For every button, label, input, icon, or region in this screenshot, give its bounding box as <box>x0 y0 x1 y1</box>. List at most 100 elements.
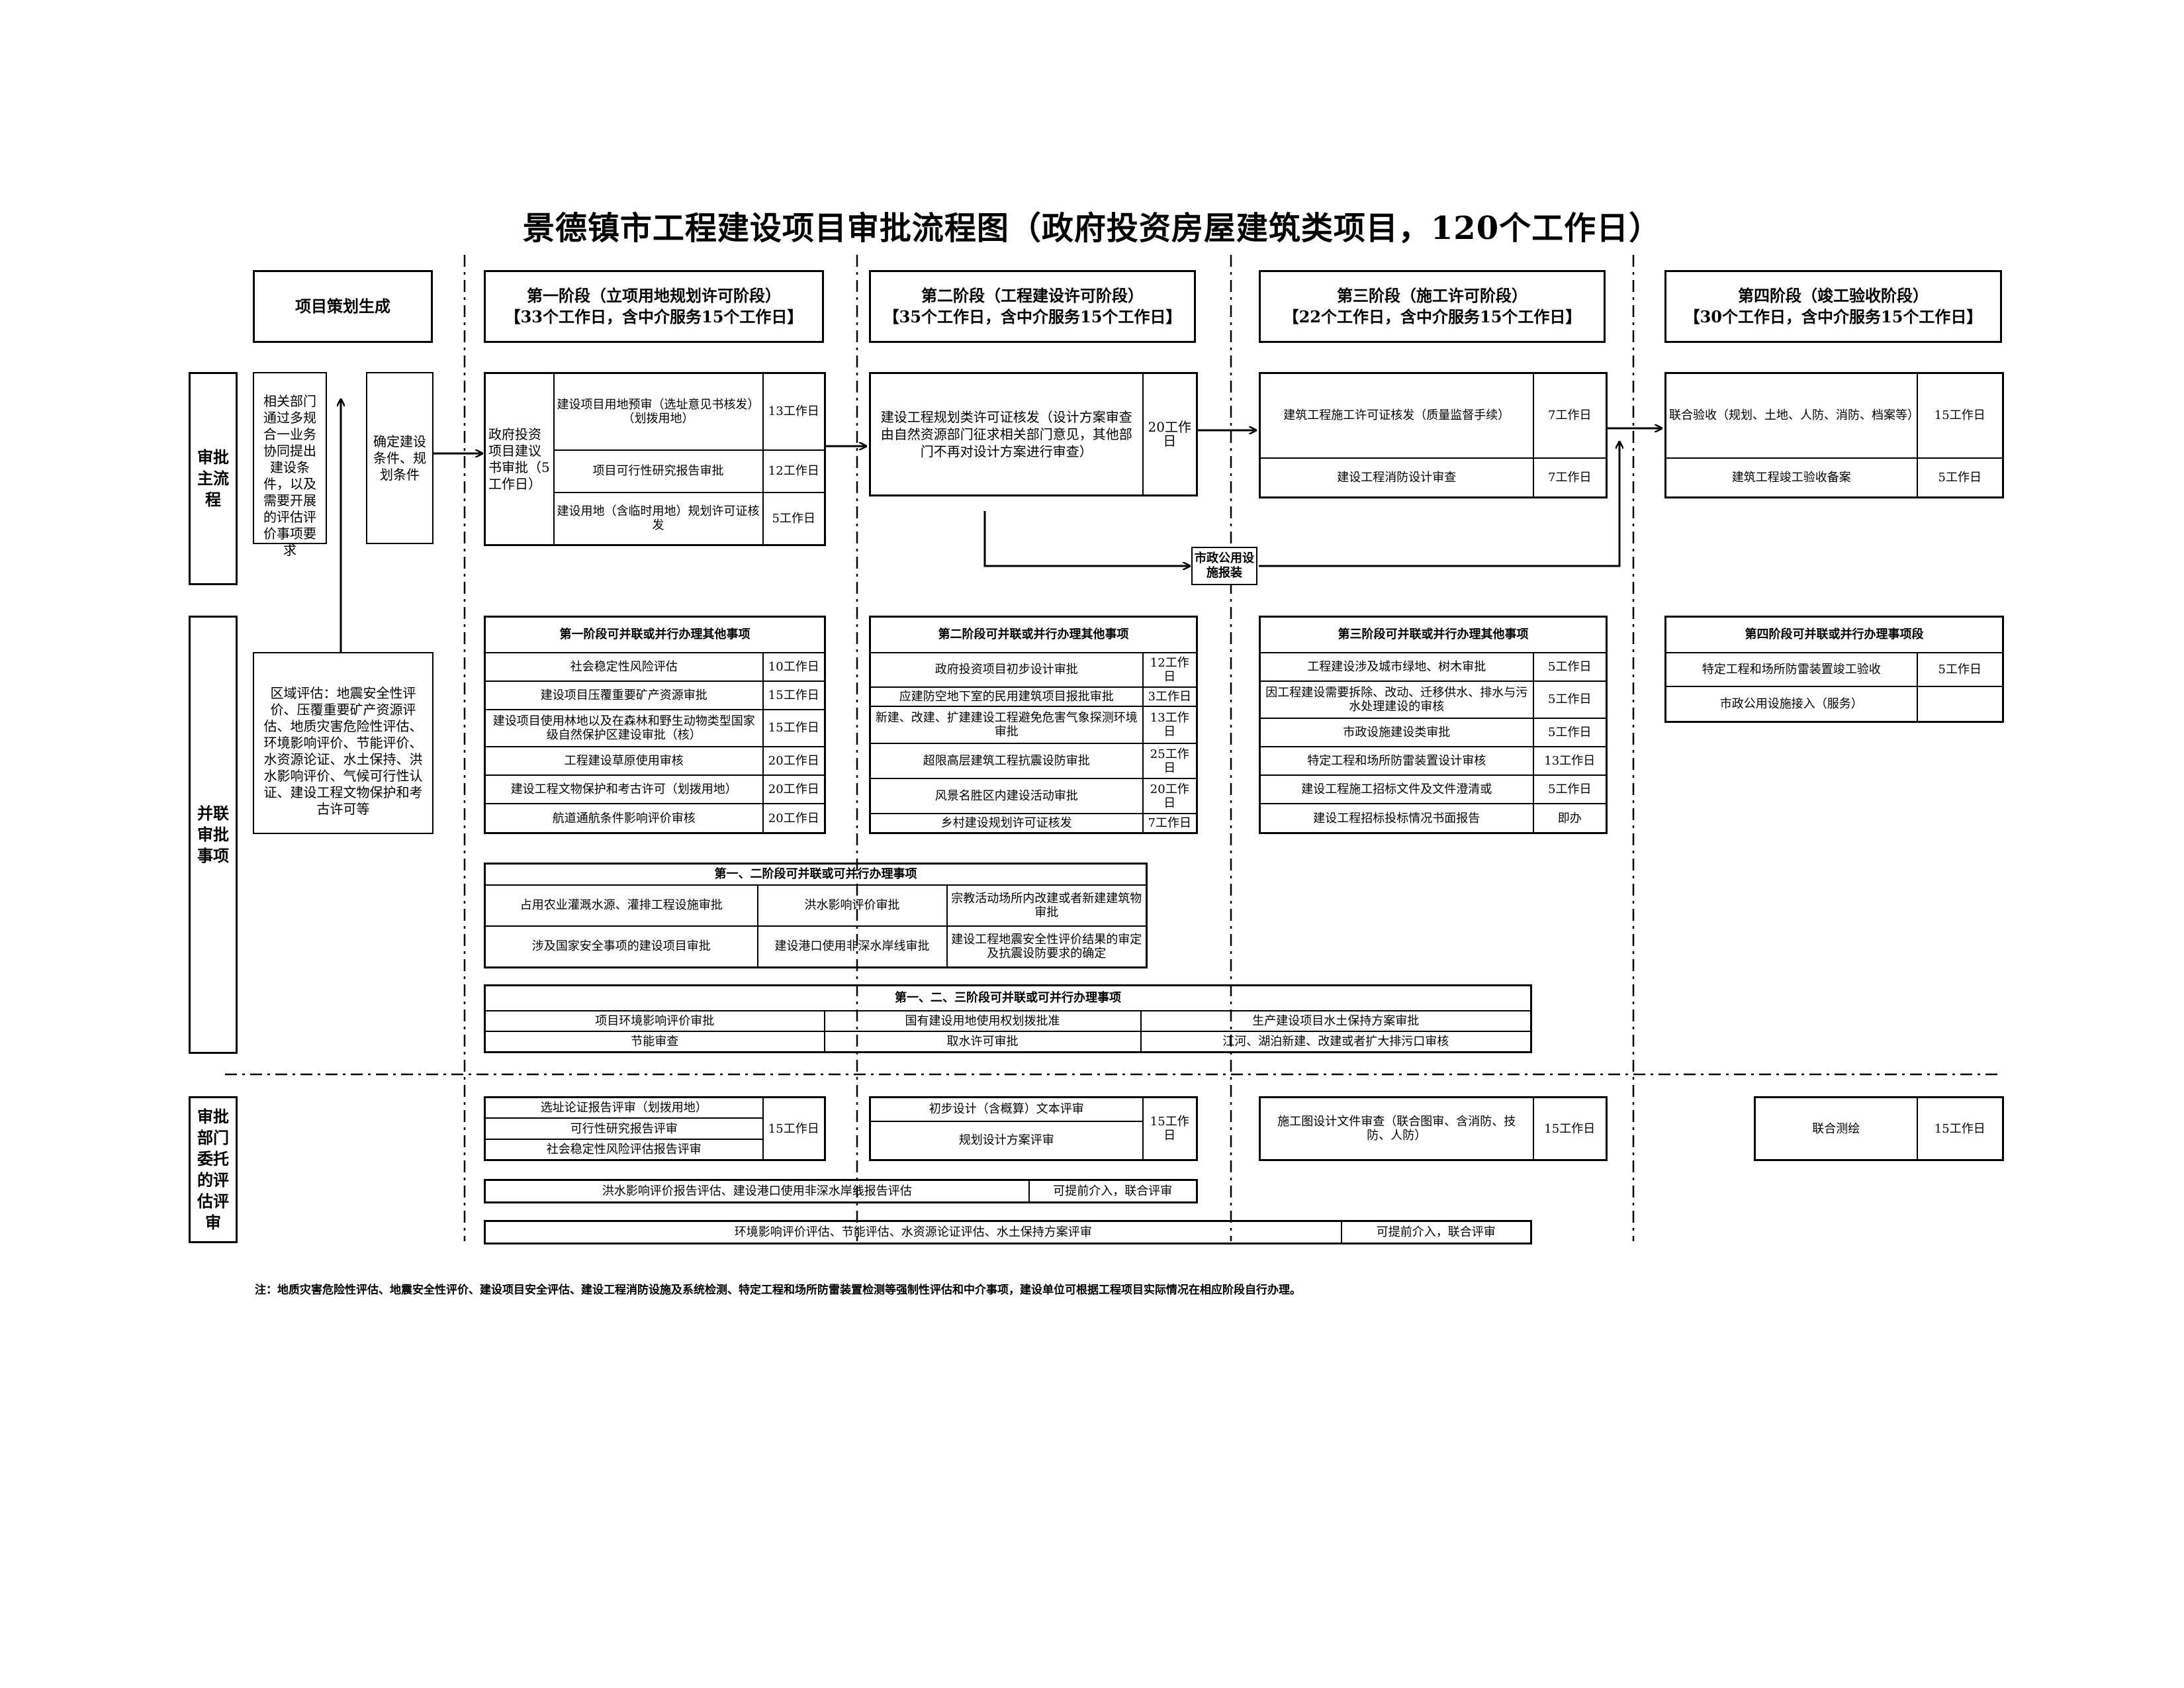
stage2-days: 【35个工作日，含中介服务15个工作日】 <box>883 307 1182 326</box>
parallel-stage3-item: 建设工程施工招标文件及文件澄清或 <box>1259 774 1534 805</box>
entrust-stage1-item: 社会稳定性风险评估报告评审 <box>484 1138 764 1161</box>
main-stage1-item: 建设用地（含临时用地）规划许可证核发 <box>553 491 764 546</box>
entrust-stage4-item: 联合测绘 <box>1754 1096 1918 1161</box>
stage1-name: 第一阶段（立项用地规划许可阶段） <box>527 286 781 305</box>
main-stage2-days: 20工作日 <box>1142 372 1198 496</box>
main-stage4-days: 5工作日 <box>1916 457 2004 498</box>
entrust-stage3-item: 施工图设计文件审查（联合图审、含消防、技防、人防） <box>1259 1096 1534 1161</box>
main-stage3-table: 建筑工程施工许可证核发（质量监督手续） 7工作日 建设工程消防设计审查 7工作日 <box>1259 372 1608 498</box>
parallel-stage123-cell: 取水许可审批 <box>823 1030 1142 1053</box>
main-stage4-table: 联合验收（规划、土地、人防、消防、档案等） 15工作日 建筑工程竣工验收备案 5… <box>1664 372 2004 498</box>
parallel-stage2-days: 3工作日 <box>1142 686 1198 708</box>
stage2-header: 第二阶段（工程建设许可阶段） 【35个工作日，含中介服务15个工作日】 <box>869 270 1196 343</box>
parallel-stage3-title: 第三阶段可并联或并行办理其他事项 <box>1259 616 1608 653</box>
stage2-name: 第二阶段（工程建设许可阶段） <box>921 286 1144 305</box>
stage1-header: 第一阶段（立项用地规划许可阶段） 【33个工作日，含中介服务15个工作日】 <box>484 270 824 343</box>
parallel-stage3-days: 5工作日 <box>1532 774 1608 805</box>
entrust-stage3-table: 施工图设计文件审查（联合图审、含消防、技防、人防） 15工作日 <box>1259 1096 1608 1161</box>
parallel-stage12-cell: 涉及国家安全事项的建设项目审批 <box>484 925 758 968</box>
row-label-entrust: 审批部门委托的评估评审 <box>189 1096 238 1243</box>
parallel-stage2-days: 12工作日 <box>1142 651 1198 688</box>
parallel-stage1-days: 20工作日 <box>762 774 826 805</box>
plan-coord-box: 相关部门通过多规合一业务协同提出建设条件，以及需要开展的评估评价事项要求 <box>253 372 327 558</box>
stage4-header: 第四阶段（竣工验收阶段） 【30个工作日，含中介服务15个工作日】 <box>1664 270 2002 343</box>
entrust-stage3-days: 15工作日 <box>1532 1096 1608 1161</box>
parallel-stage3-item: 因工程建设需要拆除、改动、迁移供水、排水与污水处理建设的审核 <box>1259 680 1534 719</box>
main-stage2-table: 建设工程规划类许可证核发（设计方案审查由自然资源部门征求相关部门意见，其他部门不… <box>869 372 1198 496</box>
parallel-stage123-table: 第一、二、三阶段可并联或可并行办理事项 项目环境影响评价审批 国有建设用地使用权… <box>484 984 1533 1053</box>
entrust-band1-note: 可提前介入，联合评审 <box>1028 1179 1198 1203</box>
parallel-stage12-table: 第一、二阶段可并联或可并行办理事项 占用农业灌溉水源、灌排工程设施审批 洪水影响… <box>484 863 1148 968</box>
main-stage1-item: 建设项目用地预审（选址意见书核发）（划拨用地） <box>553 372 764 451</box>
main-stage1-days: 13工作日 <box>762 372 826 451</box>
stage4-days: 【30个工作日，含中介服务15个工作日】 <box>1684 307 1983 326</box>
main-stage4-item: 联合验收（规划、土地、人防、消防、档案等） <box>1664 372 1918 459</box>
entrust-stage1-table: 选址论证报告评审（划拨用地） 15工作日 可行性研究报告评审 社会稳定性风险评估… <box>484 1096 826 1161</box>
plan-region-box: 区域评估：地震安全性评价、压覆重要矿产资源评估、地质灾害危险性评估、环境影响评价… <box>253 652 433 834</box>
row-label-main: 审批主流程 <box>189 372 238 585</box>
parallel-stage1-days: 15工作日 <box>762 680 826 710</box>
entrust-stage2-table: 初步设计（含概算）文本评审 15工作日 规划设计方案评审 <box>869 1096 1198 1161</box>
parallel-stage2-item: 风景名胜区内建设活动审批 <box>869 778 1144 815</box>
parallel-stage12-title: 第一、二阶段可并联或可并行办理事项 <box>484 863 1148 886</box>
main-stage3-days: 7工作日 <box>1532 457 1608 498</box>
row-label-parallel: 并联审批事项 <box>189 616 238 1054</box>
parallel-stage1-item: 航道通航条件影响评价审核 <box>484 803 764 834</box>
stage3-header: 第三阶段（施工许可阶段） 【22个工作日，含中介服务15个工作日】 <box>1259 270 1606 343</box>
parallel-stage1-item: 社会稳定性风险评估 <box>484 651 764 682</box>
main-stage3-item: 建筑工程施工许可证核发（质量监督手续） <box>1259 372 1534 459</box>
arrow-municipal-to-stage4 <box>1259 442 1619 567</box>
entrust-stage2-days: 15工作日 <box>1142 1096 1198 1161</box>
entrust-stage1-item: 选址论证报告评审（划拨用地） <box>484 1096 764 1119</box>
parallel-stage4-days <box>1916 686 2004 723</box>
parallel-stage2-item: 乡村建设规划许可证核发 <box>869 813 1144 834</box>
parallel-stage1-item: 建设项目使用林地以及在森林和野生动物类型国家级自然保护区建设审批（核） <box>484 708 764 747</box>
parallel-stage2-days: 20工作日 <box>1142 778 1198 815</box>
parallel-stage1-item: 建设工程文物保护和考古许可（划拨用地） <box>484 774 764 805</box>
parallel-stage123-cell: 江河、湖泊新建、改建或者扩大排污口审核 <box>1140 1030 1532 1053</box>
main-stage1-item: 项目可行性研究报告审批 <box>553 449 764 493</box>
parallel-stage1-days: 10工作日 <box>762 651 826 682</box>
main-stage4-item: 建筑工程竣工验收备案 <box>1664 457 1918 498</box>
parallel-stage1-days: 20工作日 <box>762 745 826 776</box>
parallel-stage12-cell: 占用农业灌溉水源、灌排工程设施审批 <box>484 884 758 927</box>
parallel-stage123-cell: 国有建设用地使用权划拨批准 <box>823 1009 1142 1032</box>
parallel-stage2-days: 25工作日 <box>1142 743 1198 780</box>
parallel-stage1-title: 第一阶段可并联或并行办理其他事项 <box>484 616 826 653</box>
parallel-stage1-item: 建设项目压覆重要矿产资源审批 <box>484 680 764 710</box>
parallel-stage3-item: 工程建设涉及城市绿地、树木审批 <box>1259 651 1534 682</box>
parallel-stage2-days: 13工作日 <box>1142 706 1198 745</box>
parallel-stage2-title: 第二阶段可并联或并行办理其他事项 <box>869 616 1198 653</box>
parallel-stage123-cell: 节能审查 <box>484 1030 825 1053</box>
entrust-stage1-days: 15工作日 <box>762 1096 826 1161</box>
parallel-stage3-days: 5工作日 <box>1532 680 1608 719</box>
parallel-stage2-days: 7工作日 <box>1142 813 1198 834</box>
parallel-stage4-days: 5工作日 <box>1916 651 2004 688</box>
main-stage4-days: 15工作日 <box>1916 372 2004 459</box>
parallel-stage3-item: 特定工程和场所防雷装置设计审核 <box>1259 745 1534 776</box>
parallel-stage2-item: 新建、改建、扩建建设工程避免危害气象探测环境审批 <box>869 706 1144 745</box>
plan-header: 项目策划生成 <box>253 270 433 343</box>
parallel-stage2-item: 政府投资项目初步设计审批 <box>869 651 1144 688</box>
entrust-band2-note: 可提前介入，联合评审 <box>1340 1220 1532 1244</box>
entrust-stage2-item: 初步设计（含概算）文本评审 <box>869 1096 1144 1122</box>
main-stage3-item: 建设工程消防设计审查 <box>1259 457 1534 498</box>
parallel-stage1-item: 工程建设草原使用审核 <box>484 745 764 776</box>
main-stage1-left: 政府投资项目建议书审批（5工作日） <box>484 372 555 546</box>
main-stage1-days: 5工作日 <box>762 491 826 546</box>
parallel-stage3-item: 建设工程招标投标情况书面报告 <box>1259 803 1534 834</box>
main-stage3-days: 7工作日 <box>1532 372 1608 459</box>
parallel-stage3-days: 即办 <box>1532 803 1608 834</box>
arrow-stage2-to-municipal <box>983 511 1189 566</box>
parallel-stage2-item: 超限高层建筑工程抗震设防审批 <box>869 743 1144 780</box>
entrust-band1-item: 洪水影响评价报告评估、建设港口使用非深水岸线报告评估 <box>484 1179 1030 1203</box>
entrust-band2-item: 环境影响评价评估、节能评估、水资源论证评估、水土保持方案评审 <box>484 1220 1342 1244</box>
entrust-stage2-item: 规划设计方案评审 <box>869 1120 1144 1161</box>
entrust-stage1-item: 可行性研究报告评审 <box>484 1117 764 1140</box>
municipal-box: 市政公用设施报装 <box>1191 547 1257 585</box>
parallel-stage4-title: 第四阶段可并联或并行办理事项段 <box>1664 616 2004 653</box>
footnote: 注：地质灾害危险性评估、地震安全性评价、建设项目安全评估、建设工程消防设施及系统… <box>255 1284 1301 1297</box>
parallel-stage123-cell: 生产建设项目水土保持方案审批 <box>1140 1009 1532 1032</box>
